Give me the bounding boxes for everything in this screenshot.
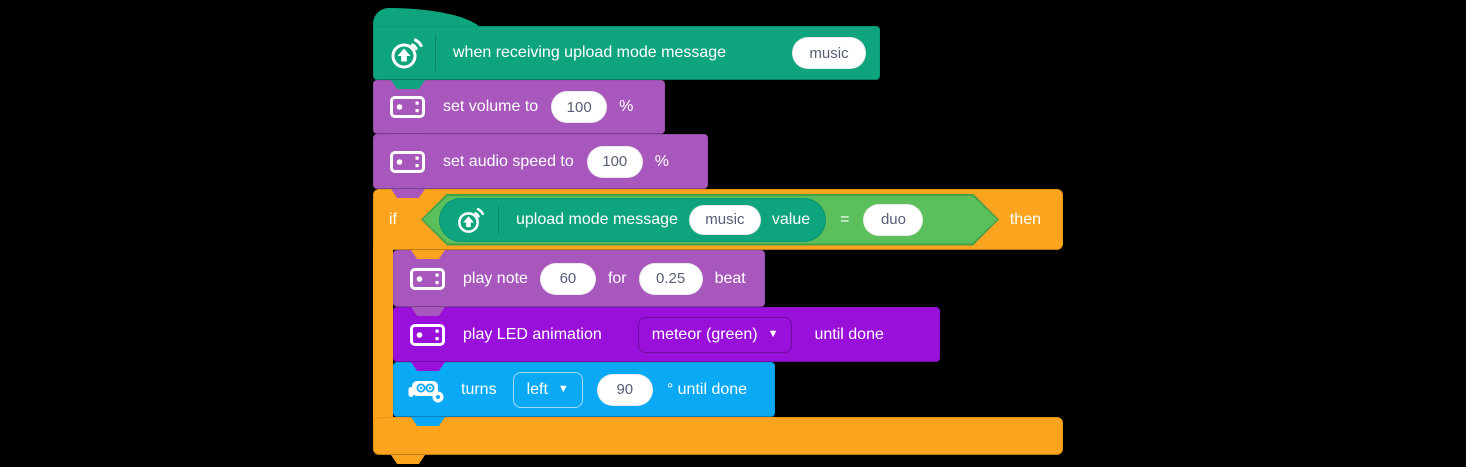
connector-bump <box>411 307 445 316</box>
reporter-label: upload mode message <box>516 210 678 228</box>
turn-angle-input[interactable]: 90 <box>596 373 653 406</box>
play-led-animation-label: play LED animation <box>463 325 602 343</box>
equals-sign: = <box>840 210 850 228</box>
set-audio-speed-label: set audio speed to <box>443 152 574 170</box>
block-set-audio-speed[interactable]: set audio speed to 100 % <box>373 134 708 189</box>
upload-mode-message-value-reporter[interactable]: upload mode message music value <box>439 198 826 242</box>
until-done-label: until done <box>814 325 884 343</box>
chevron-down-icon: ▼ <box>557 383 569 395</box>
turns-suffix-label: ° until done <box>666 380 748 398</box>
reporter-separator <box>498 206 499 234</box>
beats-value-input[interactable]: 0.25 <box>638 262 703 295</box>
connector-bump <box>411 250 445 259</box>
block-when-receiving-upload-message[interactable]: when receiving upload mode message music <box>373 26 880 80</box>
if-block-bottom-bar[interactable] <box>373 417 1063 455</box>
connector-bump <box>391 455 425 464</box>
block-turns[interactable]: turns left ▼ 90 ° until done <box>393 362 775 417</box>
connector-bump <box>391 134 425 143</box>
led-animation-dropdown[interactable]: meteor (green) ▼ <box>637 316 793 353</box>
connector-bump <box>391 80 425 89</box>
cyberpi-device-icon <box>387 149 427 175</box>
then-label: then <box>1009 210 1041 228</box>
connector-bump <box>411 362 445 371</box>
play-note-for-label: for <box>607 269 627 287</box>
turn-direction-selected: left <box>526 380 548 398</box>
when-receiving-label: when receiving upload mode message <box>453 44 727 61</box>
led-animation-selected: meteor (green) <box>651 325 758 343</box>
cyberpi-device-icon <box>407 322 447 348</box>
play-note-beat-label: beat <box>714 269 746 287</box>
play-note-label: play note <box>463 269 528 287</box>
reporter-suffix-label: value <box>771 210 811 228</box>
hat-separator <box>435 35 436 71</box>
connector-bump <box>391 189 425 198</box>
note-value-input[interactable]: 60 <box>539 262 596 295</box>
if-label: if <box>389 210 397 228</box>
reporter-message-input[interactable]: music <box>689 205 761 235</box>
turn-direction-dropdown[interactable]: left ▼ <box>512 371 583 408</box>
block-set-volume[interactable]: set volume to 100 % <box>373 80 665 134</box>
condition-hexagon[interactable]: upload mode message music value = duo <box>421 194 999 246</box>
message-name-input[interactable]: music <box>792 37 866 69</box>
audio-speed-unit-label: % <box>654 152 669 170</box>
block-play-led-animation[interactable]: play LED animation meteor (green) ▼ unti… <box>393 307 940 362</box>
audio-speed-value-input[interactable]: 100 <box>586 145 643 178</box>
upload-broadcast-icon <box>387 35 427 71</box>
chevron-down-icon: ▼ <box>767 328 779 340</box>
volume-value-input[interactable]: 100 <box>551 91 608 123</box>
upload-broadcast-icon <box>455 205 487 235</box>
turns-label: turns <box>461 380 497 398</box>
block-if-then[interactable]: if upload mode message music v <box>373 189 1063 250</box>
robot-icon <box>405 375 449 405</box>
block-play-note[interactable]: play note 60 for 0.25 beat <box>393 250 765 307</box>
set-volume-label: set volume to <box>443 98 539 115</box>
cyberpi-device-icon <box>407 266 447 292</box>
compare-value-input[interactable]: duo <box>863 204 923 236</box>
if-block-spine <box>373 245 393 422</box>
equals-operator-block[interactable]: upload mode message music value = duo <box>423 196 997 244</box>
cyberpi-device-icon <box>387 94 427 120</box>
volume-unit-label: % <box>619 98 634 115</box>
connector-bump <box>411 417 445 426</box>
